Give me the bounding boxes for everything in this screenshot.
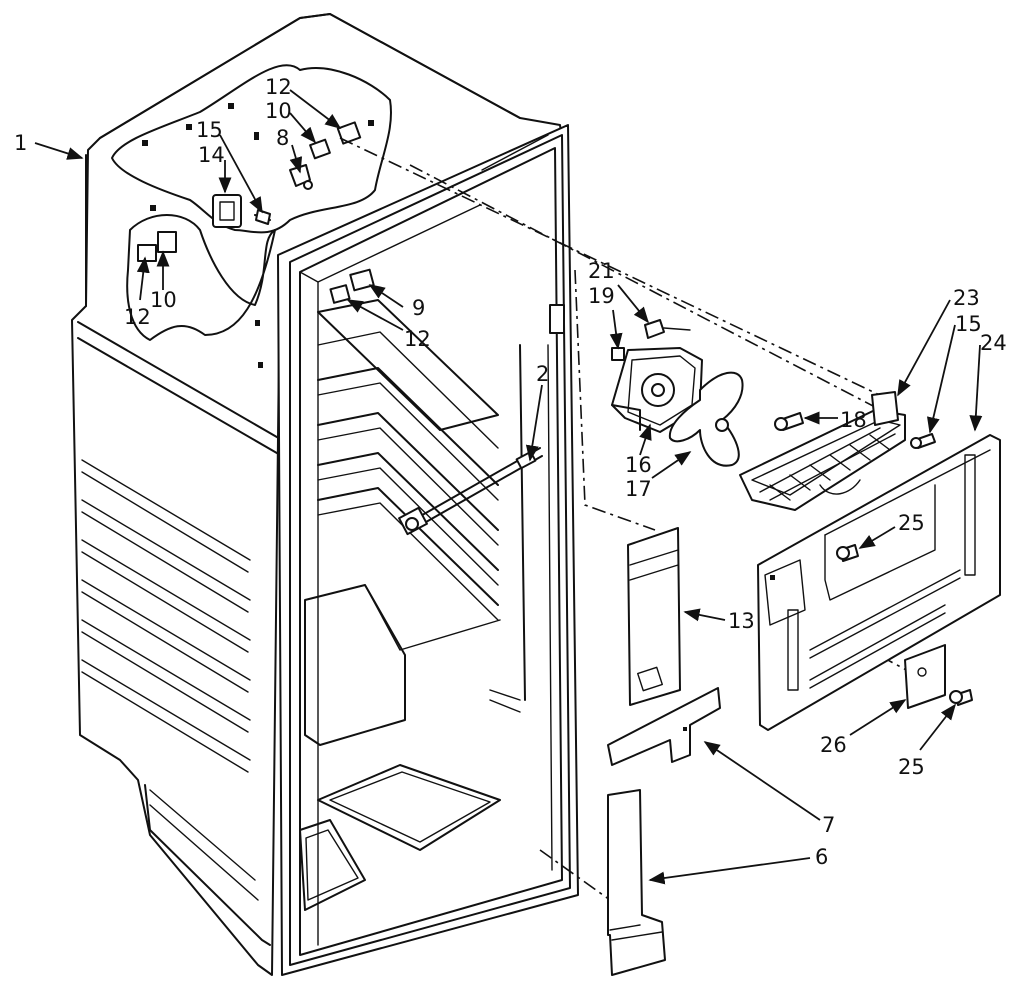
label-23: 23 (953, 286, 980, 310)
label-1: 1 (14, 131, 27, 155)
label-25: 25 (898, 755, 925, 779)
label-10: 10 (265, 99, 292, 123)
label-9: 9 (412, 296, 425, 320)
liner-front-frame (277, 124, 579, 976)
air-duct (607, 789, 666, 976)
top-clips (137, 121, 375, 304)
duct-cover (627, 527, 681, 706)
evaporator-grille (739, 391, 906, 511)
label-14: 14 (198, 143, 225, 167)
label-8: 8 (276, 126, 289, 150)
cabinet-liner (71, 13, 563, 976)
label-26: 26 (820, 733, 847, 757)
label-18: 18 (840, 408, 867, 432)
assembly-lines (339, 137, 926, 901)
label-17: 17 (625, 477, 652, 501)
label-10: 10 (150, 288, 177, 312)
label-2: 2 (536, 362, 549, 386)
leader-lines (34, 89, 983, 885)
part-labels: 1 12 10 15 8 14 12 10 9 12 2 21 19 23 15… (14, 75, 1007, 869)
small-plate (904, 644, 946, 709)
label-12: 12 (124, 305, 151, 329)
fan-motor-assembly (611, 319, 744, 467)
label-25: 25 (898, 511, 925, 535)
label-15: 15 (196, 118, 223, 142)
screws (774, 412, 973, 706)
label-15: 15 (955, 312, 982, 336)
label-6: 6 (815, 845, 828, 869)
label-12: 12 (404, 327, 431, 351)
label-12: 12 (265, 75, 292, 99)
rear-panel (757, 434, 1001, 731)
baffle (607, 687, 721, 766)
label-21: 21 (588, 259, 615, 283)
label-7: 7 (822, 813, 835, 837)
label-19: 19 (588, 284, 615, 308)
label-16: 16 (625, 453, 652, 477)
label-13: 13 (728, 609, 755, 633)
label-24: 24 (980, 331, 1007, 355)
